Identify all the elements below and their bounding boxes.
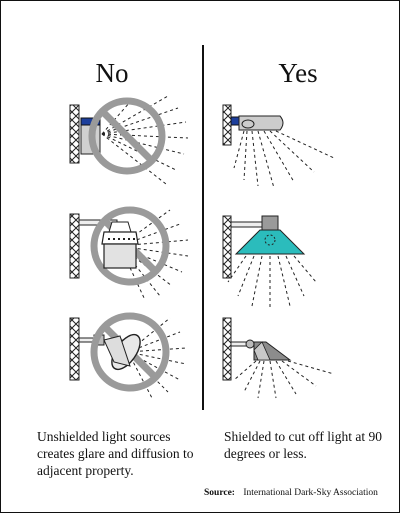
- wall-mount-icon: [222, 215, 232, 279]
- caption-yes: Shielded to cut off light at 90 degrees …: [224, 429, 382, 461]
- wall-mount-icon: [222, 317, 232, 381]
- flood-lens-icon: [253, 341, 271, 361]
- light-rays: [227, 255, 317, 310]
- mounting-bracket-icon: [230, 116, 240, 126]
- mounting-arm-icon: [230, 221, 266, 228]
- center-divider: [202, 45, 204, 410]
- yes-fixture-flood: [222, 317, 335, 399]
- wall-mount-icon: [69, 213, 80, 279]
- yes-fixture-shade: [222, 215, 317, 310]
- source-text: International Dark-Sky Association: [243, 488, 378, 498]
- lantern-dots: [108, 238, 135, 240]
- lantern-top-icon: [108, 221, 132, 233]
- light-rays: [233, 360, 335, 399]
- prohibition-icon: [90, 312, 170, 392]
- lamp-bulb-icon: [241, 119, 255, 129]
- shade-bulb-icon: [264, 234, 276, 246]
- wall-mount-icon: [222, 104, 232, 146]
- mounting-arm-icon: [230, 341, 248, 347]
- no-fixture-lantern: [69, 206, 189, 301]
- prohibition-icon: [90, 206, 170, 286]
- lantern-globe-icon: [103, 243, 137, 269]
- light-rays: [233, 130, 335, 189]
- light-rays: [101, 95, 189, 185]
- no-fixture-wallpack: [69, 95, 189, 185]
- source-label: Source:: [204, 488, 235, 498]
- source-credit: Source: International Dark-Sky Associati…: [204, 488, 378, 498]
- shade-top-icon: [261, 215, 279, 231]
- yes-fixture-wallpack: [222, 104, 335, 189]
- teal-shade-icon: [234, 229, 306, 255]
- prohibition-slash: [99, 108, 155, 164]
- heading-yes: Yes: [278, 58, 318, 88]
- no-fixture-floodlight: [69, 312, 187, 399]
- knuckle-icon: [245, 339, 255, 349]
- heading-no: No: [95, 58, 129, 88]
- wall-mount-icon: [69, 317, 80, 381]
- wall-mount-icon: [69, 104, 80, 164]
- caption-no: Unshielded light sources creates glare a…: [37, 429, 194, 478]
- prohibition-icon: [88, 97, 166, 175]
- flood-body-icon: [103, 335, 131, 367]
- shielded-housing-icon: [238, 115, 284, 131]
